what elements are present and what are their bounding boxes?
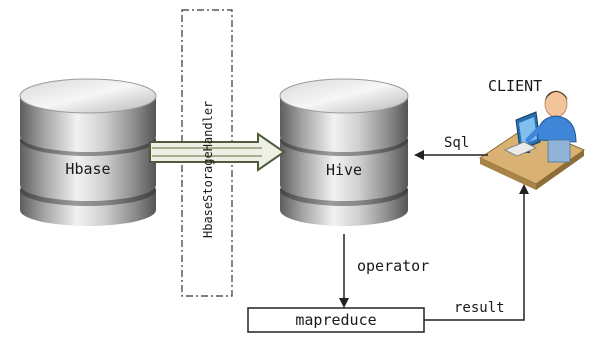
hbase-database-icon <box>19 78 157 226</box>
result-label: result <box>454 300 505 316</box>
operator-label: operator <box>357 257 429 275</box>
mapreduce-label: mapreduce <box>295 311 376 329</box>
result-connector <box>424 184 529 321</box>
client-label: CLIENT <box>488 77 542 95</box>
client-computer-icon <box>478 90 586 190</box>
hive-database-icon <box>279 78 409 226</box>
hbase-label: Hbase <box>65 160 110 178</box>
storage-handler-label: HbaseStorageHandler <box>201 101 215 238</box>
hive-label: Hive <box>326 161 362 179</box>
hbase-to-hive-arrow <box>149 132 286 172</box>
mapreduce-box <box>247 307 425 333</box>
sql-label: Sql <box>444 135 469 151</box>
